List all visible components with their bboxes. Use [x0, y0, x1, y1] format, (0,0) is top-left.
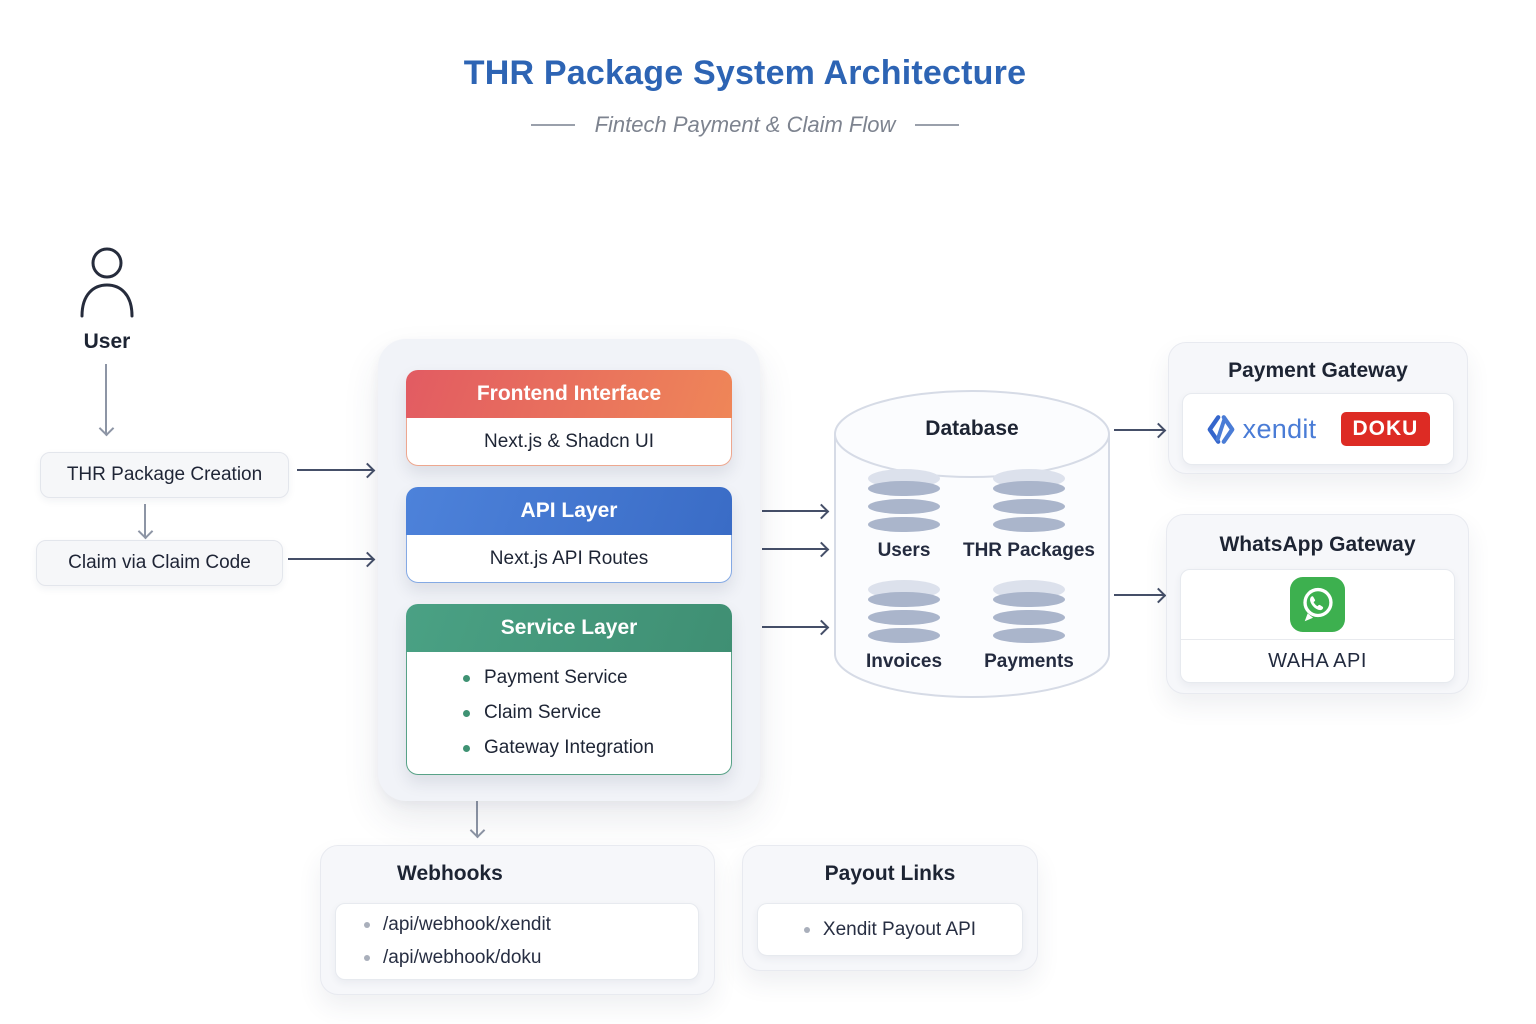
arrow-db-to-payment-gateway	[1114, 429, 1164, 431]
doku-logo: DOKU	[1340, 412, 1431, 446]
subtitle-text: Fintech Payment & Claim Flow	[594, 112, 896, 137]
service-item-label: Gateway Integration	[484, 737, 655, 758]
payout-links-panel: Payout Links Xendit Payout API	[742, 845, 1038, 971]
xendit-logo-icon	[1207, 414, 1235, 444]
whatsapp-gateway-title: WhatsApp Gateway	[1219, 533, 1416, 556]
users-table-label: Users	[877, 540, 931, 561]
users-table-icon	[866, 468, 942, 532]
arrow-stack-to-webhooks	[476, 784, 478, 836]
bullet-icon	[463, 744, 470, 752]
whatsapp-gateway-body: WAHA API	[1180, 569, 1455, 683]
bullet-icon	[364, 922, 370, 928]
webhooks-panel: Webhooks /api/webhook/xendit /api/webhoo…	[320, 845, 715, 995]
arrow-stack-to-db-2	[762, 548, 827, 550]
xendit-logo: xendit	[1206, 413, 1317, 446]
arrow-stack-to-db-3	[762, 626, 827, 628]
service-item: Claim Service	[463, 702, 601, 724]
webhook-endpoint: /api/webhook/doku	[364, 947, 698, 969]
user-label: User	[83, 330, 131, 353]
arrow-thr-to-claim	[144, 504, 146, 537]
frontend-interface-card: Frontend Interface Next.js & Shadcn UI	[406, 370, 732, 466]
payout-links-item: Xendit Payout API	[822, 918, 977, 940]
service-layer-card: Service Layer Payment Service Claim Serv…	[406, 604, 732, 775]
webhook-endpoint-label: /api/webhook/xendit	[383, 914, 551, 935]
bullet-icon	[463, 709, 470, 717]
whatsapp-icon	[1290, 577, 1345, 632]
xendit-wordmark: xendit	[1242, 413, 1317, 444]
frontend-interface-header: Frontend Interface	[406, 370, 732, 418]
arrow-claim-to-stack	[288, 558, 373, 560]
service-item: Payment Service	[463, 667, 628, 689]
service-item-label: Claim Service	[484, 702, 602, 723]
webhook-endpoint-label: /api/webhook/doku	[383, 947, 542, 968]
user-person-icon	[75, 244, 139, 329]
payout-links-title: Payout Links	[824, 862, 956, 885]
claim-via-claim-code-box: Claim via Claim Code	[36, 540, 283, 586]
database-title: Database	[925, 417, 1019, 440]
waha-api-label: WAHA API	[1268, 649, 1367, 672]
service-layer-list: Payment Service Claim Service Gateway In…	[406, 652, 732, 775]
api-layer-header: API Layer	[406, 487, 732, 535]
arrow-stack-to-db-1	[762, 510, 827, 512]
payment-gateway-panel: Payment Gateway xendit DOKU	[1168, 342, 1468, 474]
whatsapp-gateway-panel: WhatsApp Gateway WAHA API	[1166, 514, 1469, 694]
bullet-icon	[463, 674, 470, 682]
subtitle: Fintech Payment & Claim Flow	[0, 112, 1490, 138]
invoices-table-label: Invoices	[865, 651, 943, 672]
arrow-db-to-whatsapp-gateway	[1114, 594, 1164, 596]
payments-table-icon	[991, 579, 1067, 643]
claim-via-claim-code-label: Claim via Claim Code	[68, 552, 251, 573]
whatsapp-icon-row	[1181, 570, 1454, 640]
invoices-table-icon	[866, 579, 942, 643]
service-layer-header: Service Layer	[406, 604, 732, 652]
subtitle-right-dash	[915, 124, 960, 126]
api-layer-card: API Layer Next.js API Routes	[406, 487, 732, 583]
thr-packages-table-label: THR Packages	[962, 540, 1095, 561]
thr-package-creation-label: THR Package Creation	[66, 464, 263, 485]
payment-gateway-providers: xendit DOKU	[1182, 393, 1454, 465]
webhooks-title: Webhooks	[397, 862, 503, 885]
bullet-icon	[803, 926, 810, 933]
service-item: Gateway Integration	[463, 737, 654, 759]
bullet-icon	[364, 955, 370, 961]
arrow-user-to-thr	[105, 364, 107, 434]
api-layer-tech: Next.js API Routes	[406, 535, 732, 583]
payout-links-body: Xendit Payout API	[757, 903, 1023, 956]
arrow-thr-to-stack	[297, 469, 373, 471]
payments-table-label: Payments	[984, 651, 1074, 672]
page-title: THR Package System Architecture	[463, 54, 1027, 92]
thr-packages-table-icon	[991, 468, 1067, 532]
thr-package-creation-box: THR Package Creation	[40, 452, 289, 498]
frontend-interface-tech: Next.js & Shadcn UI	[406, 418, 732, 466]
service-item-label: Payment Service	[484, 667, 628, 688]
application-stack-container: Frontend Interface Next.js & Shadcn UI A…	[378, 339, 760, 801]
webhook-endpoint: /api/webhook/xendit	[364, 914, 698, 936]
payment-gateway-title: Payment Gateway	[1228, 359, 1408, 382]
subtitle-left-dash	[530, 124, 575, 126]
webhooks-endpoint-list: /api/webhook/xendit /api/webhook/doku	[335, 903, 699, 980]
